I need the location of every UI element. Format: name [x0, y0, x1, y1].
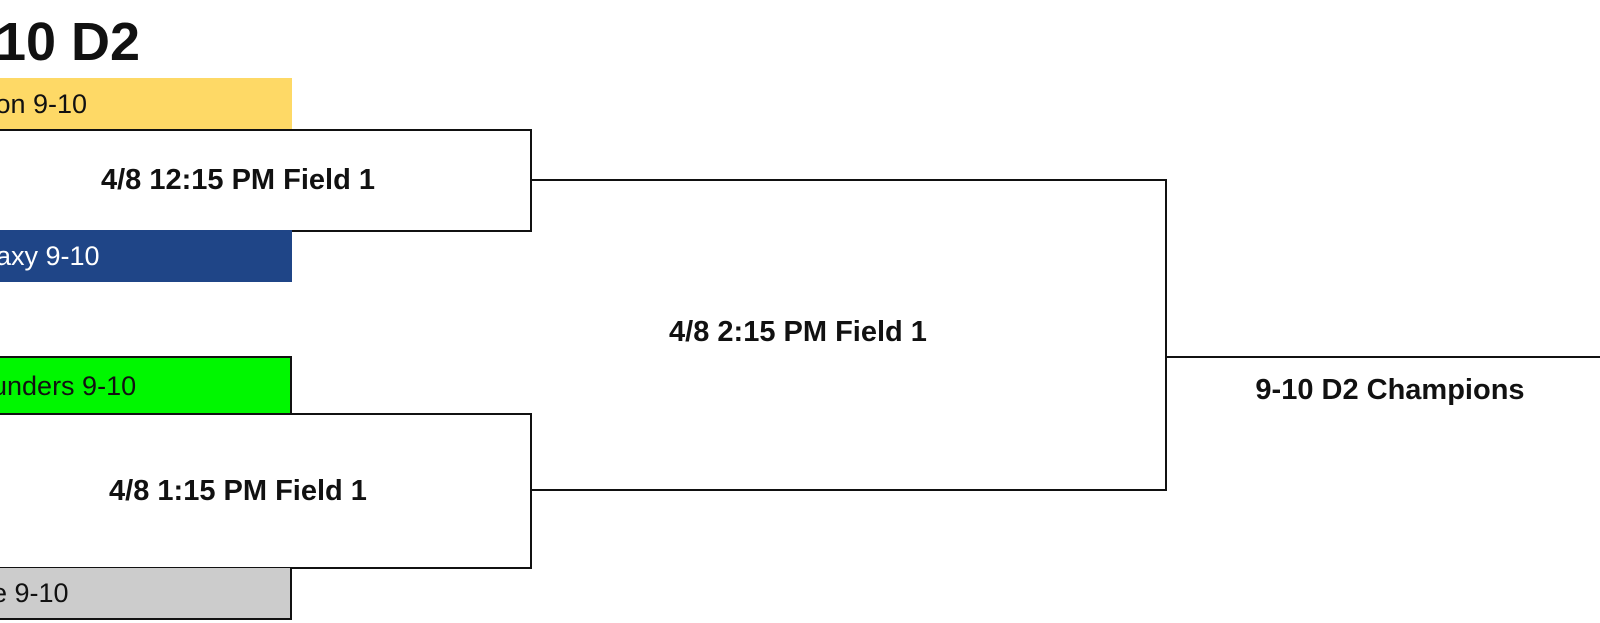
team-name: sion 9-10	[0, 88, 88, 119]
team-name: e 9-10	[0, 577, 69, 608]
final-bracket-connector	[532, 179, 1167, 491]
semifinal-match-1: 4/8 12:15 PM Field 1	[0, 129, 532, 232]
team-slot-3: unders 9-10	[0, 356, 292, 414]
final-match-label: 4/8 2:15 PM Field 1	[669, 316, 927, 348]
team-slot-4: e 9-10	[0, 568, 292, 620]
semifinal-match-2: 4/8 1:15 PM Field 1	[0, 413, 532, 569]
team-slot-2: laxy 9-10	[0, 230, 292, 282]
match-label: 4/8 12:15 PM Field 1	[100, 164, 375, 196]
team-name: laxy 9-10	[0, 240, 100, 271]
match-label: 4/8 1:15 PM Field 1	[109, 474, 367, 507]
champion-label: 9-10 D2 Champions	[1255, 374, 1525, 406]
team-slot-1: sion 9-10	[0, 78, 292, 130]
champion-line	[1166, 356, 1600, 358]
team-name: unders 9-10	[0, 370, 137, 401]
bracket-title: -10 D2	[0, 12, 141, 72]
